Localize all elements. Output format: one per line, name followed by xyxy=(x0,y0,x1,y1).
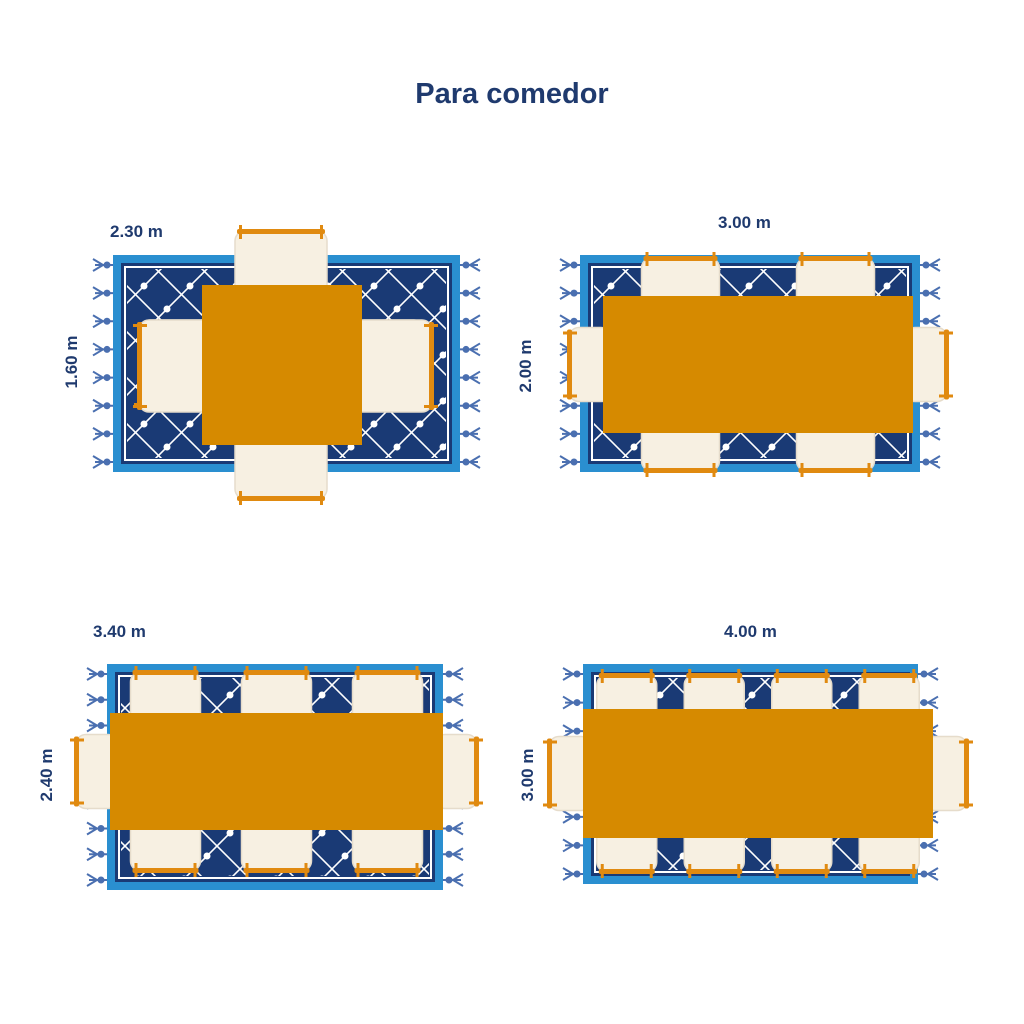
chair xyxy=(596,827,658,878)
chair-back xyxy=(643,468,718,473)
chair-back xyxy=(686,673,743,678)
chair xyxy=(434,733,483,810)
layout-1-width-label: 2.30 m xyxy=(110,222,163,241)
chair xyxy=(133,319,220,413)
chair-back xyxy=(429,322,434,410)
chair-back xyxy=(74,736,79,807)
chair-back xyxy=(643,256,718,261)
chair xyxy=(351,319,438,413)
chair-back xyxy=(132,868,199,873)
chair xyxy=(129,819,202,877)
chair xyxy=(771,827,833,878)
chair-seat xyxy=(351,319,433,413)
chair-back xyxy=(964,738,969,809)
chair xyxy=(240,819,313,877)
chair xyxy=(904,326,953,403)
chair-back xyxy=(598,673,655,678)
chair xyxy=(924,735,973,812)
chair-back xyxy=(944,329,949,400)
dining-table xyxy=(603,296,913,433)
layout-4-width-label: 4.00 m xyxy=(724,622,777,641)
chair-back xyxy=(243,670,310,675)
chair-back xyxy=(598,869,655,874)
dining-table xyxy=(110,713,443,830)
chair-back xyxy=(773,673,830,678)
chair-back xyxy=(798,256,873,261)
layout-3-width-label: 3.40 m xyxy=(93,622,146,641)
chair xyxy=(563,326,612,403)
chair-back xyxy=(861,869,918,874)
chair-back xyxy=(354,670,421,675)
chair-back xyxy=(773,869,830,874)
chair-back xyxy=(354,868,421,873)
chair-back xyxy=(547,738,552,809)
chair xyxy=(683,827,745,878)
dining-table xyxy=(202,285,362,445)
page-title: Para comedor xyxy=(415,78,609,110)
chair-back xyxy=(243,868,310,873)
chair-back xyxy=(686,869,743,874)
chair xyxy=(543,735,592,812)
chair-back xyxy=(798,468,873,473)
chair-back xyxy=(237,496,325,501)
chair xyxy=(234,434,328,505)
chair-back xyxy=(132,670,199,675)
chair-back xyxy=(861,673,918,678)
chair-back xyxy=(567,329,572,400)
chair xyxy=(795,422,876,477)
chair-back xyxy=(237,229,325,234)
chair xyxy=(234,225,328,300)
chair xyxy=(858,827,920,878)
chair-back xyxy=(474,736,479,807)
chair xyxy=(70,733,119,810)
dining-table xyxy=(583,709,933,838)
layout-2-width-label: 3.00 m xyxy=(718,213,771,232)
chair-back xyxy=(137,322,142,410)
